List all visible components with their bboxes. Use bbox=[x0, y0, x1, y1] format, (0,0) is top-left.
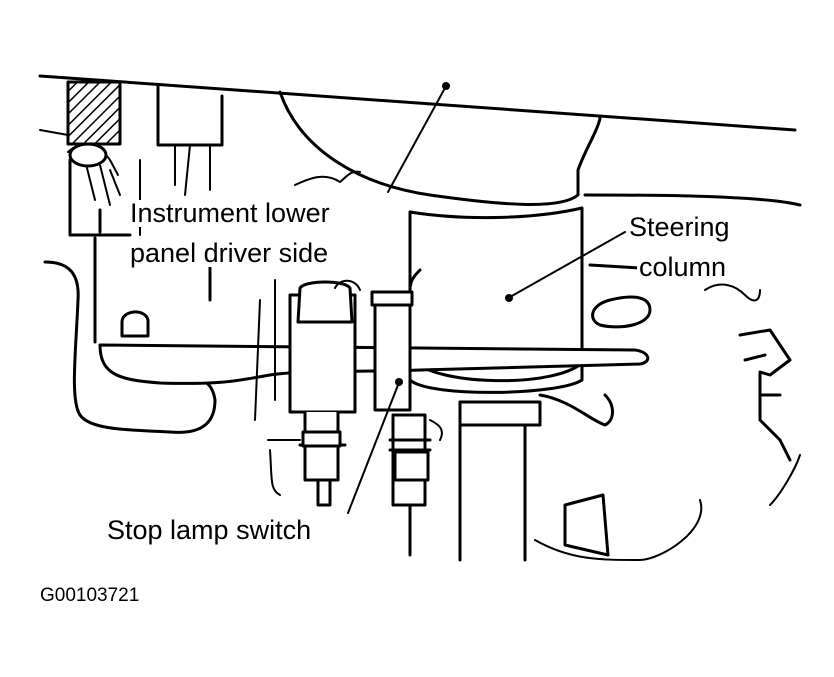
lower-panel-detail bbox=[294, 170, 361, 186]
switch-nut-left bbox=[301, 430, 342, 448]
steering-column-label-line1: Steering bbox=[627, 212, 732, 242]
switch-nut-right bbox=[393, 450, 430, 482]
instrument-panel-label-line2: panel driver side bbox=[128, 238, 331, 268]
leader-dot-steering-column bbox=[505, 294, 513, 302]
leader-steering-column bbox=[509, 231, 626, 298]
switch-top-left bbox=[296, 280, 354, 324]
steering-column-label-line2: column bbox=[637, 252, 729, 282]
instrument-panel-label-line1: Instrument lower bbox=[128, 198, 332, 228]
switch-wire-left bbox=[254, 279, 301, 496]
steering-column-collar bbox=[458, 400, 527, 562]
steering-column-ring bbox=[458, 400, 542, 427]
upper-bracket-legs bbox=[139, 144, 211, 236]
switch-body-right bbox=[373, 293, 412, 412]
switch-shaft-right bbox=[408, 268, 422, 557]
leader-dot-stop-lamp-switch bbox=[395, 378, 403, 386]
stop-lamp-switch-label: Stop lamp switch bbox=[105, 515, 314, 545]
figure-code: G00103721 bbox=[40, 585, 140, 606]
right-bracket bbox=[583, 193, 802, 329]
leader-instrument-panel bbox=[387, 87, 446, 193]
right-wire-curve bbox=[534, 283, 801, 561]
bracket-brace-right bbox=[563, 493, 610, 557]
hatched-connector bbox=[66, 80, 122, 146]
column-lower-curve bbox=[538, 393, 614, 427]
switch-top-right bbox=[370, 290, 414, 307]
steering-column-body bbox=[408, 206, 584, 394]
right-connector bbox=[738, 328, 792, 462]
dashboard-top-edge bbox=[38, 74, 797, 132]
leader-stop-lamp-switch bbox=[347, 384, 399, 514]
switch-stem-left bbox=[298, 410, 347, 507]
bracket-flange bbox=[334, 279, 443, 441]
leader-dot-instrument-panel bbox=[442, 82, 450, 90]
mounting-stud bbox=[120, 310, 150, 338]
harness-clip bbox=[68, 142, 108, 168]
lower-panel-outline bbox=[278, 90, 602, 206]
